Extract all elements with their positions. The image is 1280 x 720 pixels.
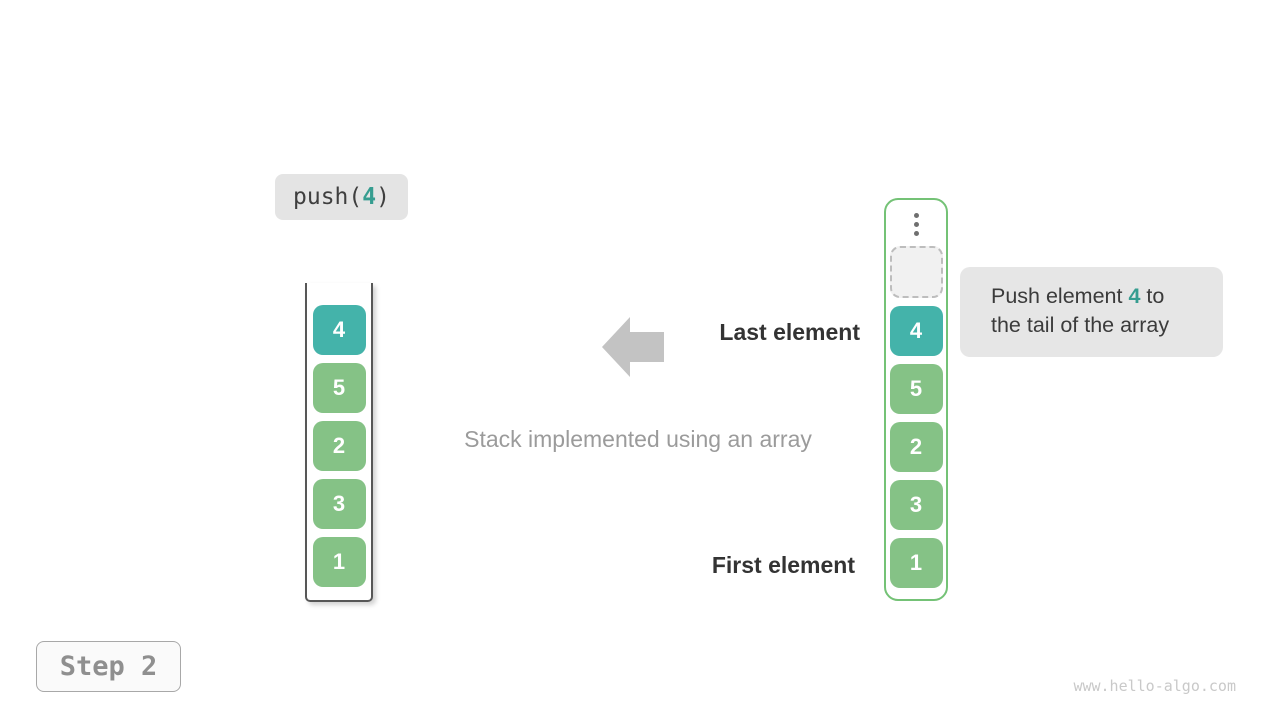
operation-suffix: ) xyxy=(376,184,390,210)
stack-cell: 5 xyxy=(312,363,366,413)
first-element-label: First element xyxy=(711,552,855,578)
tooltip-line1: Push element 4 to xyxy=(991,284,1165,308)
tooltip-highlight: 4 xyxy=(1128,284,1141,308)
array-cell: 3 xyxy=(889,480,943,530)
watermark: www.hello-algo.com xyxy=(1073,677,1236,695)
array-cell-pushed: 4 xyxy=(889,306,943,356)
stack-cell: 1 xyxy=(312,537,366,587)
ellipsis-icon xyxy=(913,208,919,240)
array-cell: 1 xyxy=(889,538,943,588)
last-element-label: Last element xyxy=(719,319,860,345)
step-badge: Step 2 xyxy=(36,641,181,692)
empty-slot xyxy=(889,246,943,298)
array-cell: 2 xyxy=(889,422,943,472)
step-label: Step 2 xyxy=(59,651,158,682)
operation-arg: 4 xyxy=(362,184,377,210)
stack-cell-top: 4 xyxy=(312,305,366,355)
stack-cell: 2 xyxy=(312,421,366,471)
operation-prefix: push( xyxy=(293,184,363,210)
tooltip: Push element 4 to the tail of the array xyxy=(960,267,1223,357)
array-container: 4 5 2 3 1 xyxy=(884,198,948,601)
tooltip-line2: the tail of the array xyxy=(991,313,1170,337)
operation-label: push(4) xyxy=(275,174,408,220)
left-arrow-icon xyxy=(602,317,664,377)
diagram-caption: Stack implemented using an array xyxy=(464,426,812,452)
array-cell: 5 xyxy=(889,364,943,414)
stack-cell: 3 xyxy=(312,479,366,529)
stack-container: 4 5 2 3 1 xyxy=(305,283,373,602)
